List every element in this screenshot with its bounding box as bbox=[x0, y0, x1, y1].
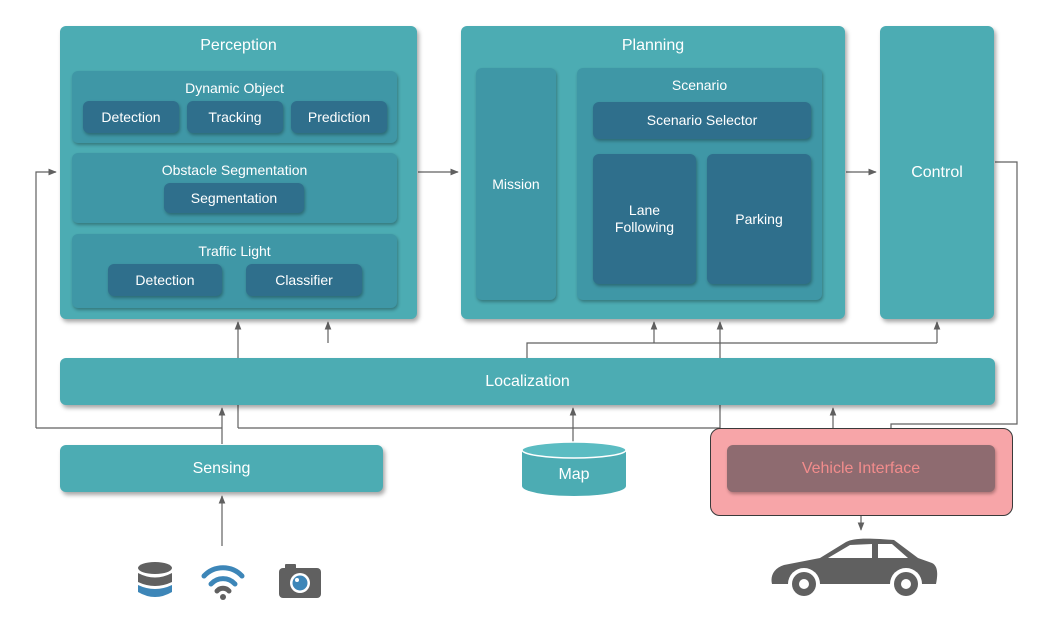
traffic-detection-block[interactable]: Detection bbox=[108, 264, 222, 296]
traffic-light-group[interactable]: Traffic Light Detection Classifier bbox=[72, 234, 397, 308]
tracking-block[interactable]: Tracking bbox=[187, 101, 283, 133]
map-label: Map bbox=[558, 466, 590, 483]
database-icon bbox=[138, 562, 172, 597]
localization-module[interactable]: Localization bbox=[60, 358, 995, 405]
dynamic-object-title: Dynamic Object bbox=[185, 80, 284, 96]
mission-block[interactable]: Mission bbox=[476, 68, 556, 300]
scenario-title: Scenario bbox=[671, 77, 728, 93]
detection-block[interactable]: Detection bbox=[83, 101, 179, 133]
car-icon bbox=[771, 538, 938, 600]
planning-module[interactable]: Planning Mission Scenario Scenario Selec… bbox=[461, 26, 845, 319]
segmentation-block[interactable]: Segmentation bbox=[164, 183, 304, 213]
perception-module[interactable]: Perception Dynamic Object Detection Trac… bbox=[60, 26, 417, 319]
sensing-module[interactable]: Sensing bbox=[60, 445, 383, 492]
camera-icon bbox=[279, 564, 321, 598]
obstacle-segmentation-group[interactable]: Obstacle Segmentation Segmentation bbox=[72, 153, 397, 223]
planning-title: Planning bbox=[621, 37, 685, 54]
localization-bus bbox=[526, 342, 937, 358]
classifier-block[interactable]: Classifier bbox=[246, 264, 362, 296]
control-module[interactable]: Control bbox=[880, 26, 994, 319]
parking-block[interactable]: Parking bbox=[707, 154, 811, 284]
obstacle-segmentation-title: Obstacle Segmentation bbox=[161, 162, 308, 178]
dynamic-object-group[interactable]: Dynamic Object Detection Tracking Predic… bbox=[72, 71, 397, 143]
vehicle-interface-module[interactable]: Vehicle Interface bbox=[727, 445, 995, 492]
arrow-sensing-to-perception-left bbox=[35, 168, 57, 428]
traffic-light-title: Traffic Light bbox=[198, 243, 271, 259]
scenario-selector-block[interactable]: Scenario Selector bbox=[593, 102, 811, 139]
scenario-group[interactable]: Scenario Scenario Selector Lane Followin… bbox=[577, 68, 822, 300]
wifi-signal-icon bbox=[201, 565, 245, 600]
map-database-icon[interactable] bbox=[520, 440, 630, 498]
lane-following-block[interactable]: Lane Following bbox=[593, 154, 696, 284]
prediction-block[interactable]: Prediction bbox=[291, 101, 387, 133]
perception-title: Perception bbox=[200, 37, 277, 54]
